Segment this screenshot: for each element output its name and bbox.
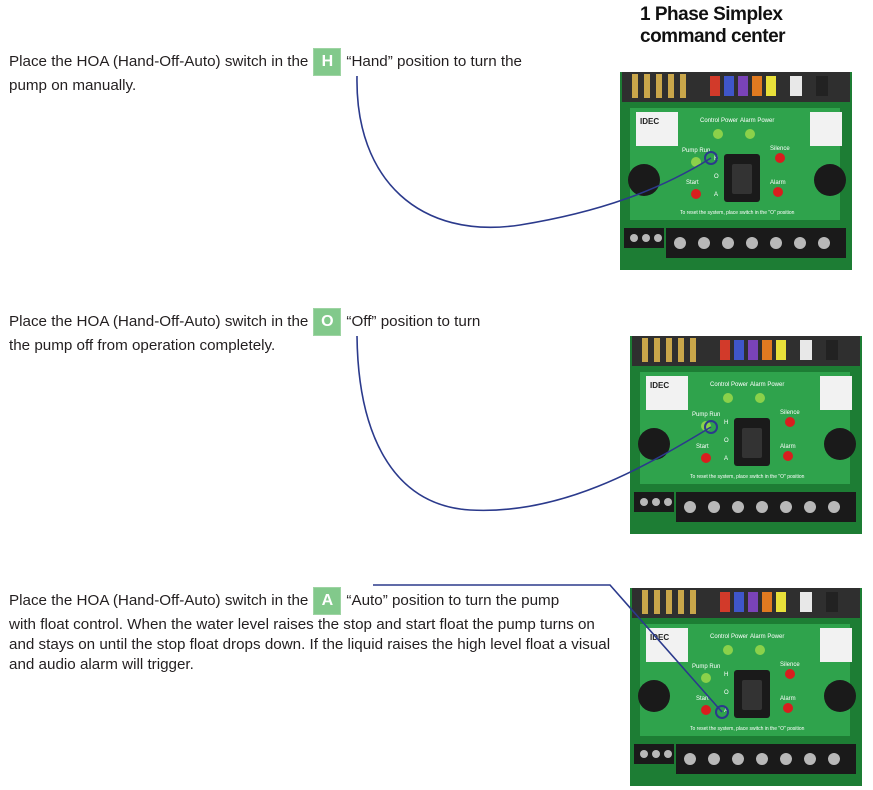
svg-text:Alarm Power: Alarm Power (750, 634, 784, 640)
control-panel-board-auto: IDEC Control Power Alarm Power Pump Run … (630, 588, 862, 786)
svg-text:IDEC: IDEC (650, 381, 669, 390)
svg-text:H: H (714, 156, 718, 162)
fuse-holder-left (638, 680, 670, 712)
svg-text:Silence: Silence (780, 662, 800, 668)
alarm-power-led (755, 645, 765, 655)
svg-text:Control Power: Control Power (710, 382, 748, 388)
hand-instruction: Place the HOA (Hand-Off-Auto) switch in … (9, 48, 609, 96)
start-label: Start (686, 180, 699, 186)
fuse-holder-left (628, 164, 660, 196)
alarm-power-label: Alarm Power (740, 118, 774, 124)
svg-text:Alarm: Alarm (780, 696, 796, 702)
svg-text:A: A (724, 708, 728, 714)
instruction-rest: the pump off from operation completely. (9, 337, 276, 354)
svg-text:Alarm Power: Alarm Power (750, 382, 784, 388)
instruction-suffix: “Hand” position to turn the (346, 53, 522, 71)
instruction-prefix: Place the HOA (Hand-Off-Auto) switch in … (9, 53, 309, 71)
auto-instruction: Place the HOA (Hand-Off-Auto) switch in … (9, 587, 614, 675)
svg-text:H: H (724, 420, 728, 426)
control-power-led (723, 393, 733, 403)
svg-text:A: A (724, 456, 728, 462)
silence-label: Silence (770, 146, 790, 152)
svg-text:Start: Start (696, 696, 709, 702)
brand-label: IDEC (640, 117, 659, 126)
document-title: 1 Phase Simplex command center (640, 4, 840, 48)
silence-led (775, 153, 785, 163)
svg-text:Pump Run: Pump Run (692, 664, 720, 670)
pump-run-led (701, 673, 711, 683)
fuse-holder-right (824, 680, 856, 712)
pump-run-led (701, 421, 711, 431)
title-line-1: 1 Phase Simplex (640, 4, 783, 25)
instruction-suffix: “Off” position to turn (346, 313, 481, 331)
off-instruction: Place the HOA (Hand-Off-Auto) switch in … (9, 308, 569, 356)
svg-text:A: A (714, 192, 718, 198)
alarm-led (783, 451, 793, 461)
svg-text:To reset the system, place swi: To reset the system, place switch in the… (690, 474, 805, 480)
instruction-prefix: Place the HOA (Hand-Off-Auto) switch in … (9, 592, 309, 610)
instruction-rest: pump on manually. (9, 77, 137, 94)
alarm-power-led (745, 129, 755, 139)
fuse-holder-right (814, 164, 846, 196)
control-panel-board-hand: IDEC Control Power Alarm Power Pump Run … (620, 72, 852, 270)
svg-text:O: O (724, 438, 729, 444)
svg-text:Pump Run: Pump Run (692, 412, 720, 418)
svg-text:Alarm: Alarm (780, 444, 796, 450)
instruction-rest: with float control. When the water level… (9, 616, 611, 673)
svg-text:Control Power: Control Power (710, 634, 748, 640)
svg-text:H: H (724, 672, 728, 678)
start-led (691, 189, 701, 199)
svg-text:O: O (724, 690, 729, 696)
pump-run-led (691, 157, 701, 167)
svg-text:To reset the system, place swi: To reset the system, place switch in the… (690, 726, 805, 732)
control-power-led (713, 129, 723, 139)
auto-badge: A (313, 587, 342, 615)
fuse-holder-right (824, 428, 856, 460)
control-power-label: Control Power (700, 118, 738, 124)
instruction-suffix: “Auto” position to turn the pump (346, 592, 560, 610)
svg-text:Start: Start (696, 444, 709, 450)
silence-led (785, 669, 795, 679)
alarm-led (783, 703, 793, 713)
hand-badge: H (313, 48, 342, 76)
silence-led (785, 417, 795, 427)
title-line-2: command center (640, 26, 786, 47)
control-power-led (723, 645, 733, 655)
svg-text:O: O (714, 174, 719, 180)
svg-text:IDEC: IDEC (650, 633, 669, 642)
start-led (701, 453, 711, 463)
pump-run-label: Pump Run (682, 148, 710, 154)
alarm-power-led (755, 393, 765, 403)
start-led (701, 705, 711, 715)
svg-text:Silence: Silence (780, 410, 800, 416)
instruction-prefix: Place the HOA (Hand-Off-Auto) switch in … (9, 313, 309, 331)
off-badge: O (313, 308, 342, 336)
alarm-led (773, 187, 783, 197)
fuse-holder-left (638, 428, 670, 460)
reset-note: To reset the system, place switch in the… (680, 210, 795, 216)
alarm-label: Alarm (770, 180, 786, 186)
control-panel-board-off: IDEC Control Power Alarm Power Pump Run … (630, 336, 862, 534)
